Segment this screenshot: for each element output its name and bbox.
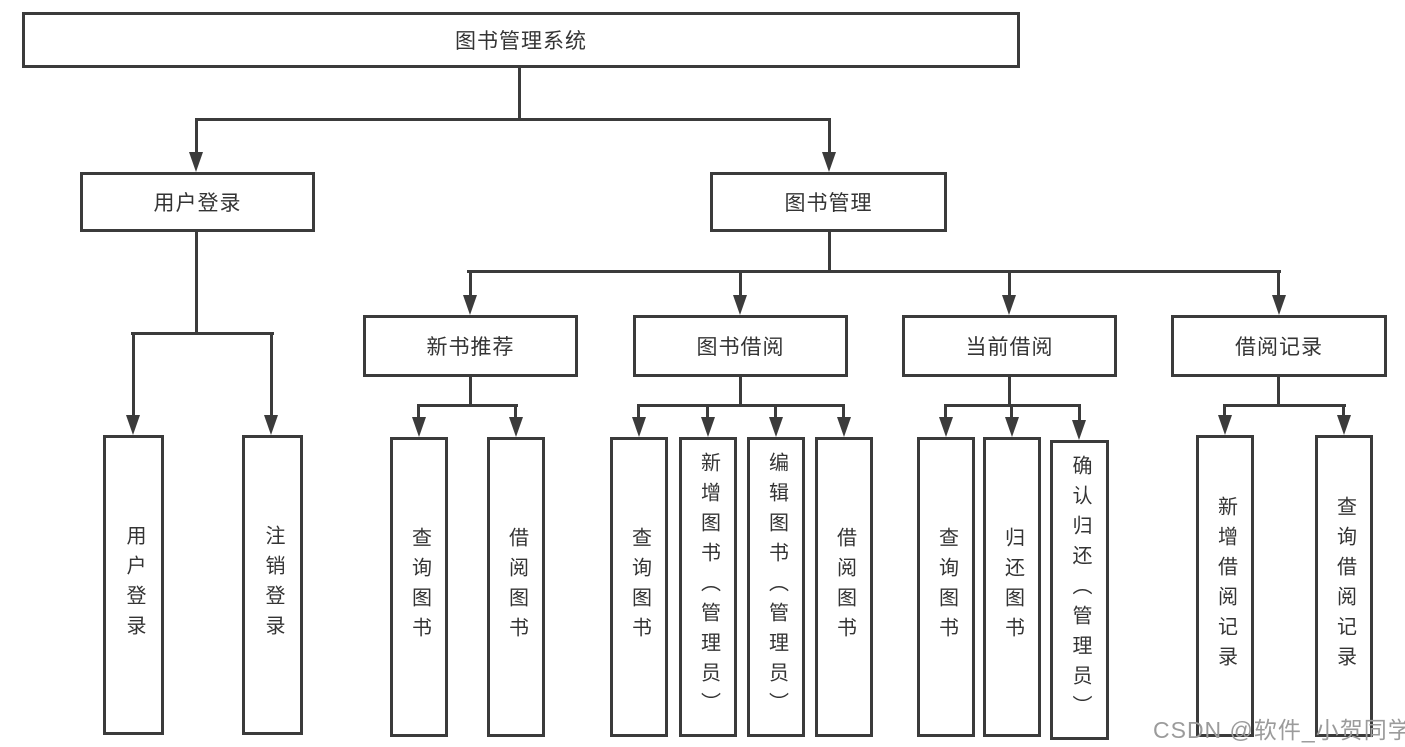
- leaf-label: 注销登录: [262, 525, 284, 645]
- connector-line: [195, 118, 831, 121]
- arrow-down-icon: [412, 417, 426, 437]
- leaf-label: 编辑图书（管理员）: [765, 452, 788, 722]
- connector-line: [270, 332, 273, 418]
- arrow-down-icon: [733, 295, 747, 315]
- leaf-node-query-books: 查询图书: [917, 437, 975, 737]
- leaf-node-borrow-books: 借阅图书: [487, 437, 545, 737]
- node-borrow-records: 借阅记录: [1171, 315, 1387, 377]
- node-new-book-recommend: 新书推荐: [363, 315, 578, 377]
- leaf-node-query-borrow-record: 查询借阅记录: [1315, 435, 1373, 737]
- leaf-label: 查询图书: [935, 527, 958, 647]
- node-label: 图书管理: [784, 192, 873, 215]
- connector-line: [1008, 270, 1011, 298]
- connector-line: [417, 404, 420, 420]
- leaf-node-add-borrow-record: 新增借阅记录: [1196, 435, 1254, 737]
- leaf-node-query-books: 查询图书: [390, 437, 448, 737]
- leaf-node-add-books-admin: 新增图书（管理员）: [679, 437, 737, 737]
- node-label: 新书推荐: [426, 336, 515, 359]
- leaf-label: 用户登录: [123, 525, 145, 645]
- arrow-down-icon: [1218, 415, 1232, 435]
- node-current-borrow: 当前借阅: [902, 315, 1117, 377]
- connector-line: [842, 404, 845, 420]
- connector-line: [132, 332, 135, 418]
- leaf-node-edit-books-admin: 编辑图书（管理员）: [747, 437, 805, 737]
- leaf-node-confirm-return-admin: 确认归还（管理员）: [1050, 440, 1109, 740]
- leaf-node-logout: 注销登录: [242, 435, 303, 735]
- arrow-down-icon: [1272, 295, 1286, 315]
- arrow-down-icon: [509, 417, 523, 437]
- arrow-down-icon: [822, 152, 836, 172]
- node-label: 用户登录: [153, 192, 242, 215]
- leaf-node-return-books: 归还图书: [983, 437, 1041, 737]
- connector-line: [1223, 404, 1226, 418]
- arrow-down-icon: [463, 295, 477, 315]
- leaf-node-borrow-books: 借阅图书: [815, 437, 873, 737]
- arrow-down-icon: [1072, 420, 1086, 440]
- node-label: 图书借阅: [696, 336, 785, 359]
- node-user-login: 用户登录: [80, 172, 315, 232]
- connector-line: [469, 377, 472, 406]
- leaf-label: 新增借阅记录: [1214, 496, 1237, 676]
- connector-line: [1277, 270, 1280, 298]
- connector-line: [944, 404, 947, 420]
- arrow-down-icon: [189, 152, 203, 172]
- connector-line: [1008, 377, 1011, 406]
- connector-line: [467, 270, 1281, 273]
- arrow-down-icon: [701, 417, 715, 437]
- connector-line: [774, 404, 777, 420]
- leaf-label: 查询图书: [628, 527, 651, 647]
- leaf-label: 借阅图书: [833, 527, 856, 647]
- connector-line: [1010, 404, 1013, 420]
- arrow-down-icon: [769, 417, 783, 437]
- node-book-management: 图书管理: [710, 172, 947, 232]
- arrow-down-icon: [126, 415, 140, 435]
- connector-line: [518, 68, 521, 121]
- arrow-down-icon: [1002, 295, 1016, 315]
- leaf-label: 确认归还（管理员）: [1069, 455, 1091, 725]
- arrow-down-icon: [939, 417, 953, 437]
- arrow-down-icon: [264, 415, 278, 435]
- connector-line: [828, 118, 831, 156]
- connector-line: [1277, 377, 1280, 406]
- connector-line: [195, 232, 198, 334]
- root-node-library-system: 图书管理系统: [22, 12, 1020, 68]
- leaf-label: 新增图书（管理员）: [697, 452, 720, 722]
- root-node-label: 图书管理系统: [455, 30, 587, 53]
- connector-line: [739, 270, 742, 298]
- connector-line: [1078, 404, 1081, 422]
- arrow-down-icon: [1337, 415, 1351, 435]
- connector-line: [706, 404, 709, 420]
- connector-line: [637, 404, 845, 407]
- connector-line: [1223, 404, 1346, 407]
- connector-line: [828, 232, 831, 273]
- leaf-label: 借阅图书: [505, 527, 528, 647]
- arrow-down-icon: [632, 417, 646, 437]
- leaf-node-query-books: 查询图书: [610, 437, 668, 737]
- connector-line: [469, 270, 472, 298]
- arrow-down-icon: [837, 417, 851, 437]
- connector-line: [195, 118, 198, 156]
- leaf-node-user-login: 用户登录: [103, 435, 164, 735]
- arrow-down-icon: [1005, 417, 1019, 437]
- leaf-label: 归还图书: [1001, 527, 1024, 647]
- connector-line: [417, 404, 518, 407]
- connector-line: [1342, 404, 1345, 418]
- connector-line: [514, 404, 517, 420]
- leaf-label: 查询图书: [408, 527, 431, 647]
- leaf-label: 查询借阅记录: [1333, 496, 1356, 676]
- csdn-watermark: CSDN @软件_小贺同学: [1153, 717, 1405, 743]
- connector-line: [131, 332, 274, 335]
- connector-line: [637, 404, 640, 420]
- connector-line: [739, 377, 742, 406]
- node-label: 借阅记录: [1235, 336, 1323, 359]
- node-label: 当前借阅: [965, 336, 1054, 359]
- node-book-borrow: 图书借阅: [633, 315, 848, 377]
